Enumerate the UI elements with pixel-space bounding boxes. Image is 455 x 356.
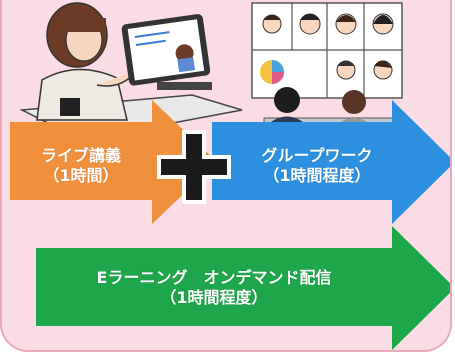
group-work-title: グループワーク — [261, 146, 373, 165]
plus-icon — [157, 130, 231, 204]
elearning-title: Eラーニング オンデマンド配信 — [96, 268, 332, 287]
woman-tablet-illustration — [19, 2, 243, 141]
elearning-duration: （1時間程度） — [160, 288, 268, 307]
group-work-duration: （1時間程度） — [263, 166, 371, 185]
video-conference-illustration — [251, 2, 405, 133]
group-work-label: グループワーク （1時間程度） — [237, 146, 397, 186]
live-lecture-arrow — [10, 100, 217, 224]
group-work-arrow — [212, 100, 450, 224]
live-lecture-duration: （1時間） — [43, 166, 119, 185]
elearning-arrow — [36, 226, 450, 350]
elearning-label: Eラーニング オンデマンド配信 （1時間程度） — [54, 268, 374, 308]
live-lecture-title: ライブ講義 — [40, 146, 121, 165]
diagram-canvas — [10, 2, 450, 350]
live-lecture-label: ライブ講義 （1時間） — [16, 146, 146, 186]
